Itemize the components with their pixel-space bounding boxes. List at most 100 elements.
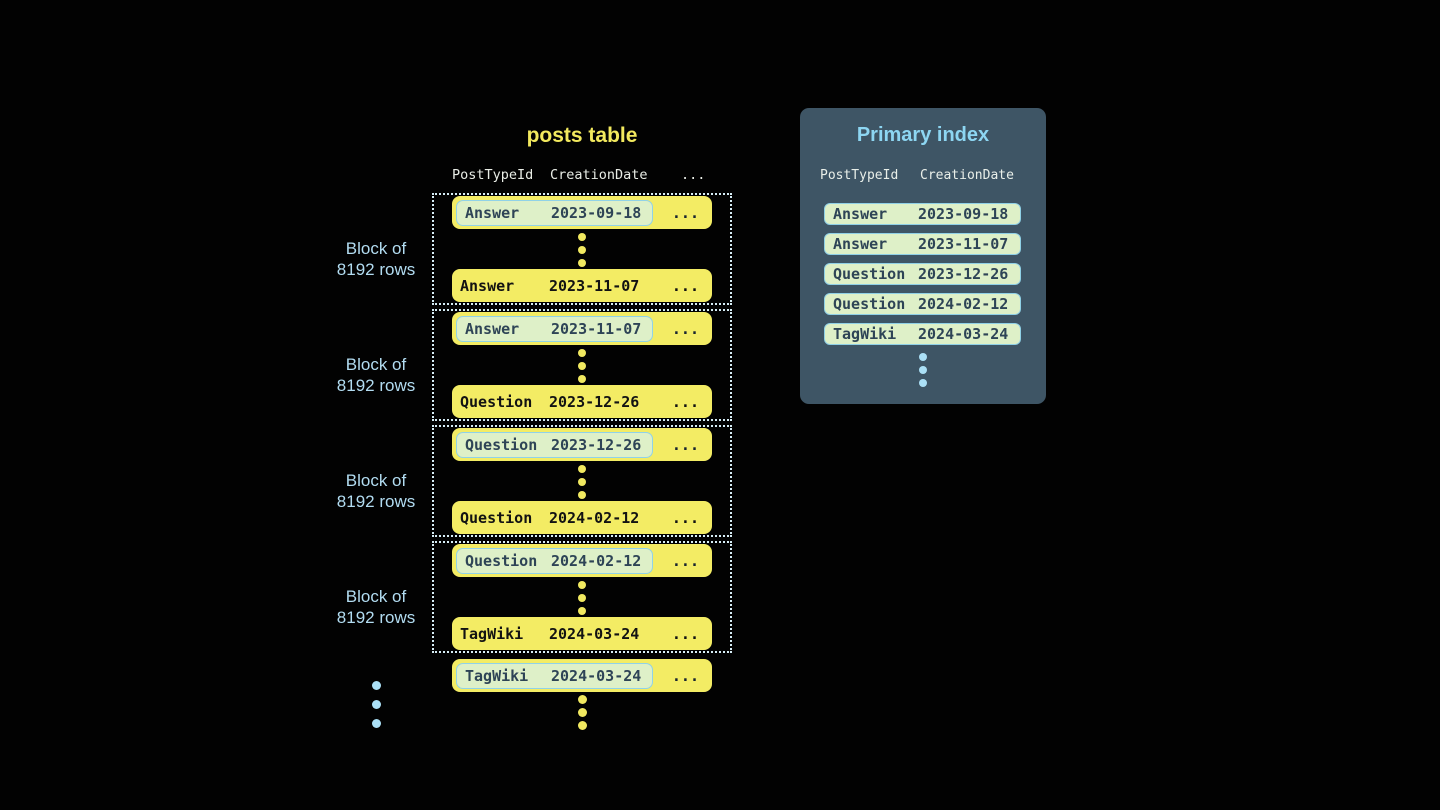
more-columns-ellipsis: ...	[671, 276, 699, 295]
indexed-row-highlight: Question 2023-12-26	[456, 431, 653, 458]
dot	[578, 607, 586, 615]
more-columns-ellipsis: ...	[671, 392, 699, 411]
indexed-row-highlight: TagWiki 2024-03-24	[456, 662, 653, 689]
more-columns-ellipsis: ...	[671, 666, 699, 685]
indexed-row-highlight: Answer 2023-11-07	[456, 315, 653, 342]
block-label-line: 8192 rows	[336, 608, 416, 627]
rows-ellipsis-dots	[434, 231, 730, 269]
dot	[578, 478, 586, 486]
row-block-1: Answer 2023-09-18 ... Answer 2023-11-07 …	[432, 193, 732, 305]
dot	[578, 581, 586, 589]
rows-ellipsis-dots	[434, 347, 730, 385]
post-type-cell: Answer	[465, 319, 520, 338]
table-row: Question 2023-12-26 ...	[452, 385, 712, 418]
more-columns-ellipsis: ...	[671, 551, 699, 570]
block-label-3: Block of 8192 rows	[301, 470, 451, 512]
table-row: Answer 2023-11-07 ...	[452, 269, 712, 302]
index-entry: Answer 2023-11-07	[824, 233, 1021, 255]
more-columns-ellipsis: ...	[671, 435, 699, 454]
table-row: Answer 2023-09-18 ...	[452, 196, 712, 229]
post-type-cell: TagWiki	[465, 666, 529, 685]
column-header-creationdate: CreationDate	[550, 167, 648, 183]
block-label-2: Block of 8192 rows	[301, 354, 451, 396]
post-type-cell: TagWiki	[833, 325, 897, 343]
post-type-cell: Answer	[465, 203, 520, 222]
row-block-4: Question 2024-02-12 ... TagWiki 2024-03-…	[432, 541, 732, 653]
dot	[577, 721, 587, 730]
block-label-1: Block of 8192 rows	[301, 238, 451, 280]
primary-index-column-headers: PostTypeId CreationDate	[820, 168, 1014, 183]
table-row: Question 2023-12-26 ...	[452, 428, 712, 461]
dot	[371, 719, 381, 728]
table-row: Question 2024-02-12 ...	[452, 544, 712, 577]
creation-date-cell: 2023-09-18	[551, 203, 642, 222]
creation-date-cell: 2024-02-12	[551, 551, 642, 570]
primary-index-title: Primary index	[856, 124, 990, 146]
primary-index-panel: Primary index PostTypeId CreationDate An…	[800, 108, 1046, 404]
more-columns-ellipsis: ...	[671, 508, 699, 527]
posts-table-column-headers: PostTypeId CreationDate ...	[452, 167, 705, 183]
column-header-posttypeid: PostTypeId	[820, 168, 899, 183]
rows-ellipsis-dots	[434, 579, 730, 617]
block-label-4: Block of 8192 rows	[301, 586, 451, 628]
block-label-line: Block of	[345, 471, 407, 490]
more-rows-dots	[432, 695, 732, 730]
more-index-entries-dots	[800, 353, 1046, 387]
dot	[578, 594, 586, 602]
indexed-row-highlight: Answer 2023-09-18	[456, 199, 653, 226]
dot	[578, 259, 586, 267]
post-type-cell: Question	[833, 295, 906, 313]
dot	[577, 708, 587, 717]
row-block-2: Answer 2023-11-07 ... Question 2023-12-2…	[432, 309, 732, 421]
creation-date-cell: 2024-03-24	[549, 624, 640, 643]
dot	[578, 362, 586, 370]
index-entry: TagWiki 2024-03-24	[824, 323, 1021, 345]
dot	[919, 366, 927, 374]
row-block-3: Question 2023-12-26 ... Question 2024-02…	[432, 425, 732, 537]
post-type-cell: Question	[460, 392, 533, 411]
indexed-row-highlight: Question 2024-02-12	[456, 547, 653, 574]
block-label-line: 8192 rows	[336, 376, 416, 395]
block-label-line: 8192 rows	[336, 492, 416, 511]
dot	[578, 491, 586, 499]
dot	[578, 246, 586, 254]
more-columns-ellipsis: ...	[671, 203, 699, 222]
creation-date-cell: 2023-11-07	[549, 276, 640, 295]
post-type-cell: Question	[460, 508, 533, 527]
dot	[371, 681, 381, 690]
creation-date-cell: 2024-02-12	[918, 295, 1009, 313]
dot	[577, 695, 587, 704]
index-entry: Answer 2023-09-18	[824, 203, 1021, 225]
block-label-line: Block of	[345, 239, 407, 258]
column-header-posttypeid: PostTypeId	[452, 167, 534, 183]
column-header-more-ellipsis: ...	[681, 167, 706, 183]
creation-date-cell: 2024-03-24	[551, 666, 642, 685]
post-type-cell: Answer	[833, 235, 888, 253]
more-columns-ellipsis: ...	[671, 319, 699, 338]
creation-date-cell: 2023-11-07	[918, 235, 1009, 253]
table-row: TagWiki 2024-03-24 ...	[452, 617, 712, 650]
dot	[578, 233, 586, 241]
index-entry: Question 2024-02-12	[824, 293, 1021, 315]
table-row: Answer 2023-11-07 ...	[452, 312, 712, 345]
post-type-cell: Answer	[460, 276, 515, 295]
post-type-cell: Question	[465, 435, 538, 454]
post-type-cell: Question	[833, 265, 906, 283]
creation-date-cell: 2024-03-24	[918, 325, 1009, 343]
dot	[578, 349, 586, 357]
creation-date-cell: 2023-11-07	[551, 319, 642, 338]
table-row: TagWiki 2024-03-24 ...	[452, 659, 712, 692]
dot	[371, 700, 381, 709]
creation-date-cell: 2024-02-12	[549, 508, 640, 527]
dot	[578, 375, 586, 383]
creation-date-cell: 2023-09-18	[918, 205, 1009, 223]
block-label-line: 8192 rows	[336, 260, 416, 279]
creation-date-cell: 2023-12-26	[549, 392, 640, 411]
more-columns-ellipsis: ...	[671, 624, 699, 643]
creation-date-cell: 2023-12-26	[551, 435, 642, 454]
post-type-cell: TagWiki	[460, 624, 524, 643]
dot	[919, 353, 927, 361]
post-type-cell: Question	[465, 551, 538, 570]
dot	[578, 465, 586, 473]
